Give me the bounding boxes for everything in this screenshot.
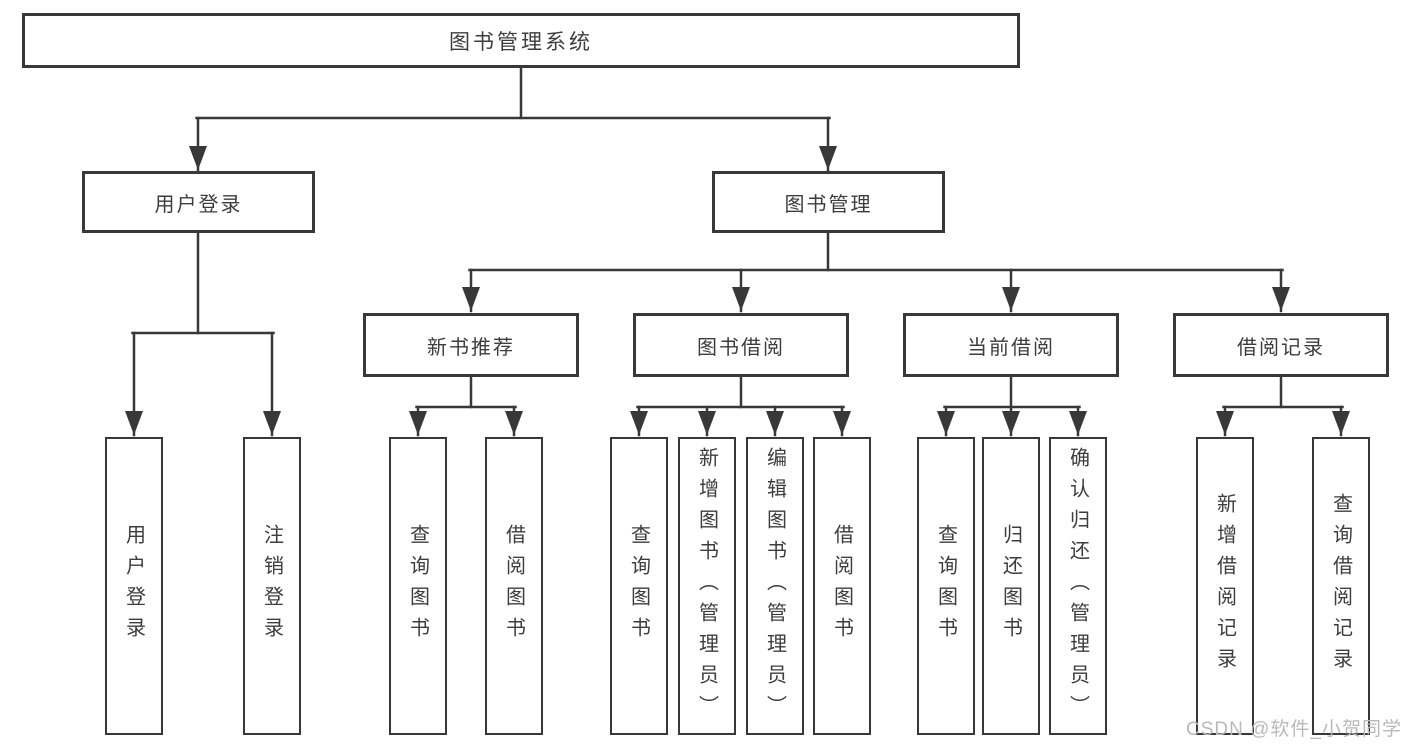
leaf-borrow-query-books: 查询图书	[610, 437, 668, 735]
node-borrow-records: 借阅记录	[1173, 313, 1389, 377]
leaf-recommend-query-books: 查询图书	[389, 437, 447, 735]
leaf-current-return-books: 归还图书	[982, 437, 1040, 735]
node-book-borrow: 图书借阅	[633, 313, 849, 377]
leaf-borrow-add-books-admin: 新增图书（管理员）	[678, 437, 736, 735]
leaf-user-login: 用户登录	[105, 437, 163, 735]
node-new-book-recommend: 新书推荐	[363, 313, 579, 377]
leaf-borrow-edit-books-admin: 编辑图书（管理员）	[746, 437, 804, 735]
node-user-login: 用户登录	[82, 171, 315, 233]
leaf-borrow-borrow-books: 借阅图书	[813, 437, 871, 735]
csdn-watermark: CSDN @软件_小贺同学	[1186, 719, 1402, 740]
leaf-current-confirm-return-admin: 确认归还（管理员）	[1049, 437, 1107, 735]
leaf-records-add-borrow-record: 新增借阅记录	[1196, 437, 1254, 735]
leaf-current-query-books: 查询图书	[917, 437, 975, 735]
leaf-recommend-borrow-books: 借阅图书	[485, 437, 543, 735]
root-node-library-system: 图书管理系统	[22, 13, 1020, 68]
node-current-borrow: 当前借阅	[903, 313, 1119, 377]
leaf-records-query-borrow-record: 查询借阅记录	[1312, 437, 1370, 735]
node-book-management: 图书管理	[712, 171, 945, 233]
leaf-logout: 注销登录	[243, 437, 301, 735]
